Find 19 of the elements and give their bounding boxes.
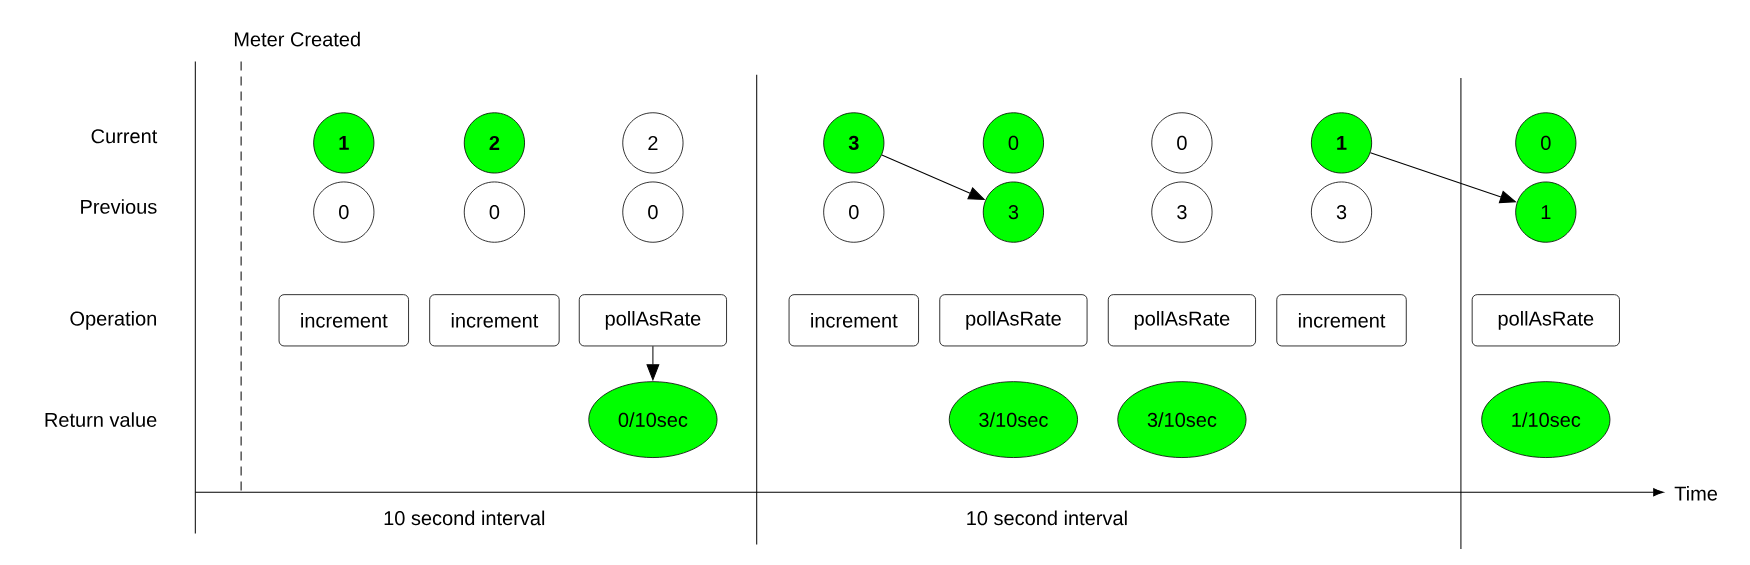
arrow [881,154,985,200]
row-label: Previous [81,199,157,214]
arrow [646,345,660,381]
operation-box: increment [1276,294,1407,347]
interval-label: 10 second interval [967,510,1127,526]
operation-box: pollAsRate [1107,294,1256,347]
row-label: Current [91,129,158,144]
operation-box: pollAsRate [1471,294,1620,347]
arrow [1369,152,1517,204]
axis-label: Time [1674,485,1718,501]
operation-box: pollAsRate [578,294,727,347]
row-label: Return value [45,412,157,427]
operation-box: increment [429,294,560,347]
operation-box: pollAsRate [939,294,1088,347]
operation-box: increment [788,294,919,347]
interval-label: 10 second interval [384,510,545,526]
operation-box: increment [278,294,409,347]
row-label: Operation [70,311,156,330]
event-label: Meter Created [234,31,360,47]
